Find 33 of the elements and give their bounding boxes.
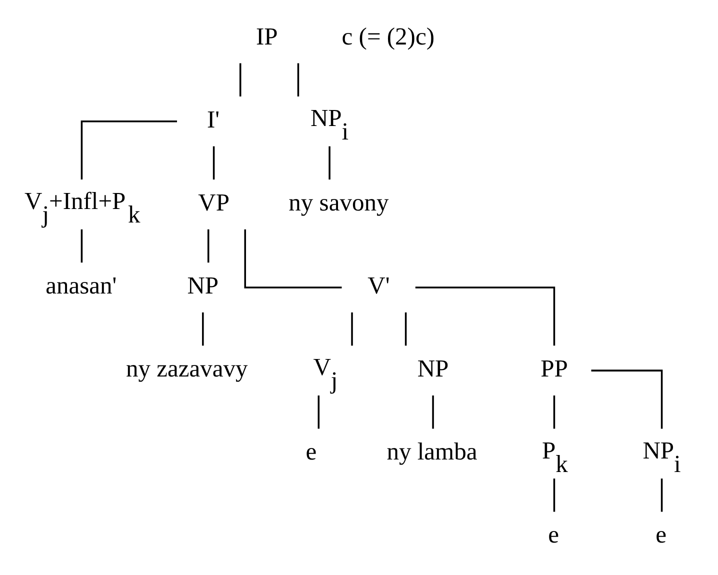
node-text: e bbox=[305, 438, 316, 466]
connector bbox=[244, 229, 342, 288]
node-text: NP bbox=[416, 356, 448, 383]
node-text: ny savony bbox=[288, 189, 388, 216]
connector bbox=[328, 146, 330, 180]
connector bbox=[432, 395, 434, 429]
connector bbox=[350, 312, 352, 346]
connector bbox=[552, 395, 555, 429]
node-text: ny zazavavy bbox=[125, 356, 248, 383]
connector bbox=[660, 478, 662, 512]
connector bbox=[590, 370, 662, 429]
connector bbox=[212, 146, 214, 180]
connector bbox=[206, 229, 209, 263]
connector bbox=[80, 120, 176, 180]
connector bbox=[80, 229, 82, 263]
node-text: I' bbox=[206, 106, 220, 134]
connector bbox=[317, 395, 320, 429]
connector bbox=[414, 286, 555, 346]
label: c (= (2)c) bbox=[341, 23, 434, 50]
node-text: ny lamba bbox=[386, 438, 477, 466]
node-text: e bbox=[548, 522, 558, 549]
node-text: e bbox=[655, 522, 666, 549]
connector bbox=[202, 312, 204, 346]
connector bbox=[552, 478, 555, 512]
connector bbox=[238, 63, 241, 96]
node-text: VP bbox=[198, 189, 229, 216]
connector bbox=[296, 63, 299, 96]
node-text: IP bbox=[256, 23, 278, 50]
node-text: NP bbox=[186, 272, 218, 300]
connector bbox=[404, 312, 406, 346]
node-text: PP bbox=[540, 356, 568, 383]
node-text: anasan' bbox=[45, 272, 116, 300]
node-text: V' bbox=[367, 272, 390, 300]
